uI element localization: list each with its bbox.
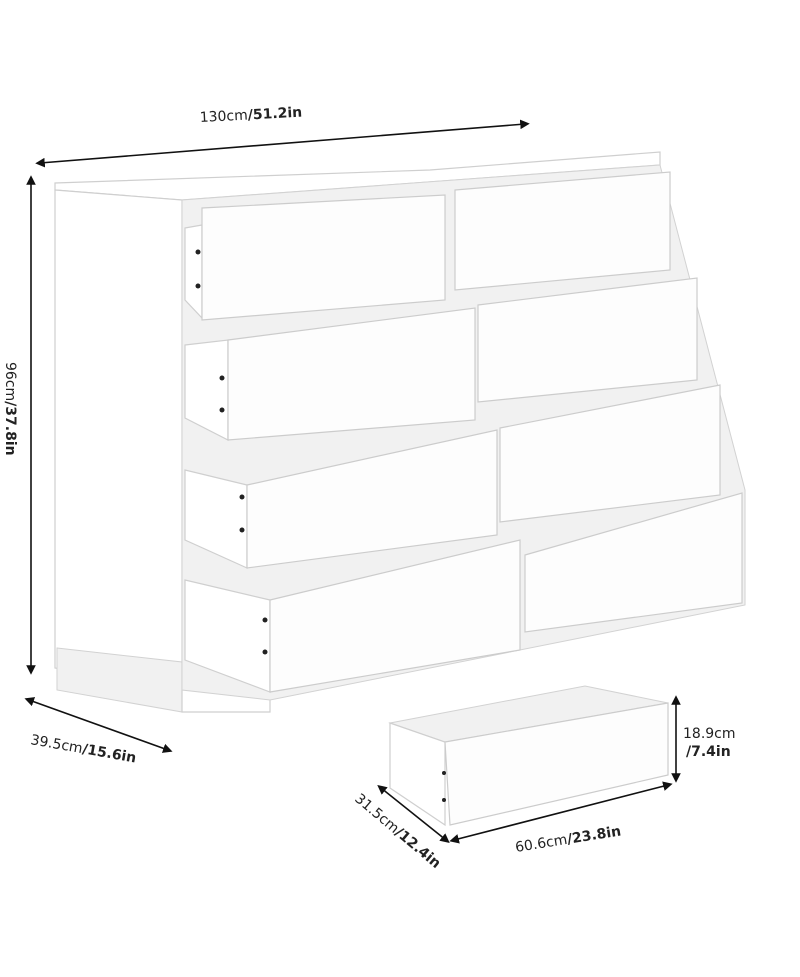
depth-arrow [24, 697, 173, 753]
single-drawer [388, 685, 669, 827]
drawer-width-arrow [449, 781, 673, 844]
drawer-height-in-label: /7.4in [686, 744, 731, 760]
drawer-height-cm-label: 18.9cm [683, 726, 736, 742]
width-label: 130cm/51.2in [199, 105, 302, 126]
drawer-front-left-3 [246, 429, 498, 569]
drawer-front-right-2 [477, 277, 698, 403]
drawer-holes [195, 249, 268, 655]
drawer-front-left-4 [269, 539, 521, 693]
drawer-front-right-4 [524, 492, 743, 633]
drawer-width-label: 60.6cm/23.8in [514, 823, 622, 856]
drawer-front-left-1 [201, 194, 446, 321]
depth-label: 39.5cm/15.6in [29, 732, 137, 766]
drawer-front-right-1 [454, 171, 671, 291]
drawer-front-left-2 [227, 307, 476, 441]
drawer-depth-arrow [377, 785, 450, 843]
height-label: 96cm/37.8in [2, 362, 18, 456]
width-arrow [35, 119, 530, 168]
dresser-side-panel [54, 189, 183, 691]
dresser [54, 151, 746, 713]
drawer-front-right-3 [499, 384, 721, 523]
